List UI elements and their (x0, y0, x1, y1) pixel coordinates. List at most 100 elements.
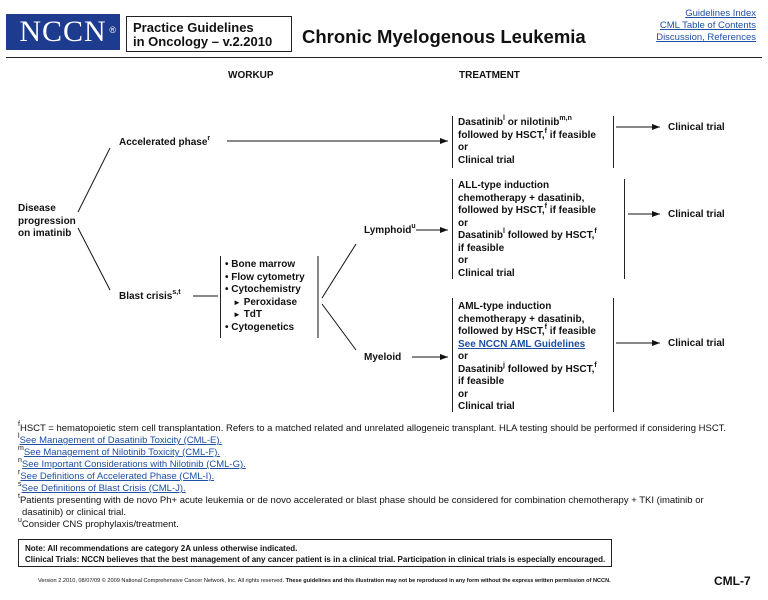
nilotinib-considerations-link[interactable]: See Important Considerations with Niloti… (21, 459, 246, 470)
footnote-s: sSee Definitions of Blast Crisis (CML-J)… (18, 481, 726, 495)
lymph-tx-or-2: or (458, 255, 468, 266)
footnote-f: fHSCT = hematopoietic stem cell transpla… (18, 421, 727, 435)
workup-item-flow-cytometry: Flow cytometry (231, 271, 305, 283)
myel-tx-sup-j: j (503, 361, 505, 369)
footnote-text: Consider CNS prophylaxis/treatment. (21, 519, 179, 530)
accelerated-phase-definitions-link[interactable]: See Definitions of Accelerated Phase (CM… (20, 471, 215, 482)
myel-tx-sup-f: f (544, 324, 548, 331)
myel-tx-line-2: chemotherapy + dasatinib, (458, 313, 585, 325)
nccn-aml-guidelines-link[interactable]: See NCCN AML Guidelines (458, 338, 586, 350)
myel-tx-sup-f2: f (594, 361, 597, 369)
lymph-tx-sup-f2: f (594, 228, 597, 235)
myeloid-node: Myeloid (364, 352, 401, 365)
nccn-logo: NCCN® (6, 14, 120, 50)
lymph-tx-sup-l: l (503, 228, 505, 235)
workup-item-bone-marrow: Bone marrow (231, 259, 296, 270)
bullet-icon: • (225, 321, 229, 333)
bullet-icon: • (225, 271, 229, 283)
myeloid-label: Myeloid (364, 352, 402, 363)
myel-treatment-bracket-right (613, 298, 614, 412)
accel-tx-if-feasible: if feasible (547, 129, 596, 141)
lymph-treatment-bracket-right (624, 179, 625, 279)
lymphoid-sup: u (411, 223, 416, 230)
nilotinib-toxicity-link[interactable]: See Management of Nilotinib Toxicity (CM… (23, 447, 221, 458)
blast-crisis-sup: s,t (172, 289, 181, 296)
accel-treatment-bracket (452, 116, 453, 168)
logo-text: NCCN (19, 15, 107, 48)
connector-to-blast (77, 227, 111, 291)
guidelines-index-link[interactable]: Guidelines Index (685, 8, 756, 19)
accel-tx-nilotinib: or nilotinib (504, 117, 560, 128)
lymph-tx-dasatinib: Dasatinib (458, 230, 504, 241)
workup-item-cytogenetics: Cytogenetics (231, 321, 295, 333)
myel-tx-or-2: or (458, 388, 468, 400)
registered-mark: ® (109, 25, 117, 35)
bullet-icon: • (225, 259, 229, 270)
workup-item: • Bone marrow (225, 259, 305, 272)
workup-heading: WORKUP (228, 70, 274, 81)
myel-tx-clinical-trial: Clinical trial (458, 401, 515, 412)
myel-tx-dasatinib: Dasatinib (458, 363, 504, 375)
myel-tx-or-1: or (458, 351, 468, 362)
workup-list: • Bone marrow • Flow cytometry • Cytoche… (225, 259, 305, 334)
workup-item: • Cytogenetics (225, 322, 305, 335)
accel-tx-sup-f: f (544, 127, 548, 135)
footnote-mark: n (18, 457, 22, 464)
lymph-tx-followed: followed by HSCT, (504, 230, 595, 241)
footnote-mark: m (18, 445, 24, 452)
workup-item-cytochemistry: Cytochemistry (231, 284, 301, 295)
lymph-tx-if-feasible: if feasible (547, 205, 596, 216)
treatment-heading: TREATMENT (459, 70, 520, 81)
accelerated-phase-node: Accelerated phaser (119, 135, 211, 150)
dasatinib-toxicity-link[interactable]: See Management of Dasatinib Toxicity (CM… (19, 435, 223, 446)
lymph-tx-line-3: followed by HSCT,f if feasible (458, 203, 597, 218)
workup-item: • Cytochemistry (225, 284, 305, 297)
arrow-bullet-icon: ► (233, 310, 241, 319)
footnote-m: mSee Management of Nilotinib Toxicity (C… (18, 445, 726, 459)
accelerated-treatment: Dasatinibl or nilotinibm,n followed by H… (458, 115, 596, 167)
accel-tx-sup-mn: m,n (559, 115, 572, 122)
lymph-tx-sup-f: f (544, 203, 548, 210)
myel-tx-line-1: AML-type induction (458, 301, 552, 312)
myel-tx-line-6: Dasatinibj followed by HSCT,f (458, 361, 597, 377)
version-footer: Version 2.2010, 08/07/09 © 2009 National… (38, 578, 611, 584)
accel-tx-or: or (458, 142, 468, 153)
footnote-mark: t (18, 493, 20, 500)
footnote-text: Patients presenting with de novo Ph+ acu… (19, 495, 704, 506)
footnote-r: rSee Definitions of Accelerated Phase (C… (18, 469, 726, 483)
footnote-u: uConsider CNS prophylaxis/treatment. (18, 517, 726, 531)
myeloid-treatment: AML-type induction chemotherapy + dasati… (458, 301, 597, 414)
bullet-icon: • (225, 284, 229, 295)
lymph-tx-line-1: ALL-type induction (458, 180, 550, 191)
accel-tx-clinical-trial: Clinical trial (458, 154, 515, 166)
guidelines-line-2: in Oncology – v.2.2010 (133, 34, 273, 49)
connector-to-accelerated (77, 147, 111, 213)
accelerated-phase-sup: r (207, 135, 211, 142)
connector-to-lymphoid (321, 243, 357, 299)
discussion-references-link[interactable]: Discussion, References (656, 32, 756, 43)
accel-tx-line-1: Dasatinibl or nilotinibm,n (458, 115, 596, 130)
lymph-tx-line-6: if feasible (458, 242, 505, 254)
footnote-mark: l (18, 433, 20, 440)
disease-line-3: on imatinib (18, 228, 72, 239)
clinical-trial-lymphoid: Clinical trial (668, 209, 725, 220)
workup-item: • Flow cytometry (225, 272, 305, 285)
myel-tx-line-3: followed by HSCT,f if feasible (458, 324, 597, 339)
guidelines-line-1: Practice Guidelines (133, 20, 254, 35)
footnote-text: HSCT = hematopoietic stem cell transplan… (19, 423, 727, 434)
workup-subitem: ► Peroxidase (225, 297, 305, 310)
note-line-1: Note: All recommendations are category 2… (25, 544, 298, 553)
accelerated-phase-label: Accelerated phase (119, 137, 208, 148)
lymph-tx-clinical-trial: Clinical trial (458, 267, 515, 279)
accel-tx-sup-l: l (503, 115, 505, 122)
lymphoid-node: Lymphoidu (364, 223, 416, 238)
cml-toc-link[interactable]: CML Table of Contents (659, 20, 756, 31)
blast-crisis-definitions-link[interactable]: See Definitions of Blast Crisis (CML-J). (21, 483, 186, 494)
note-box: Note: All recommendations are category 2… (18, 539, 612, 567)
workup-subitem: ► TdT (225, 309, 305, 322)
clinical-trial-myeloid: Clinical trial (668, 338, 725, 349)
lymphoid-label: Lymphoid (364, 225, 412, 236)
lymphoid-treatment: ALL-type induction chemotherapy + dasati… (458, 180, 597, 280)
version-text: Version 2.2010, 08/07/09 © 2009 National… (38, 578, 285, 584)
